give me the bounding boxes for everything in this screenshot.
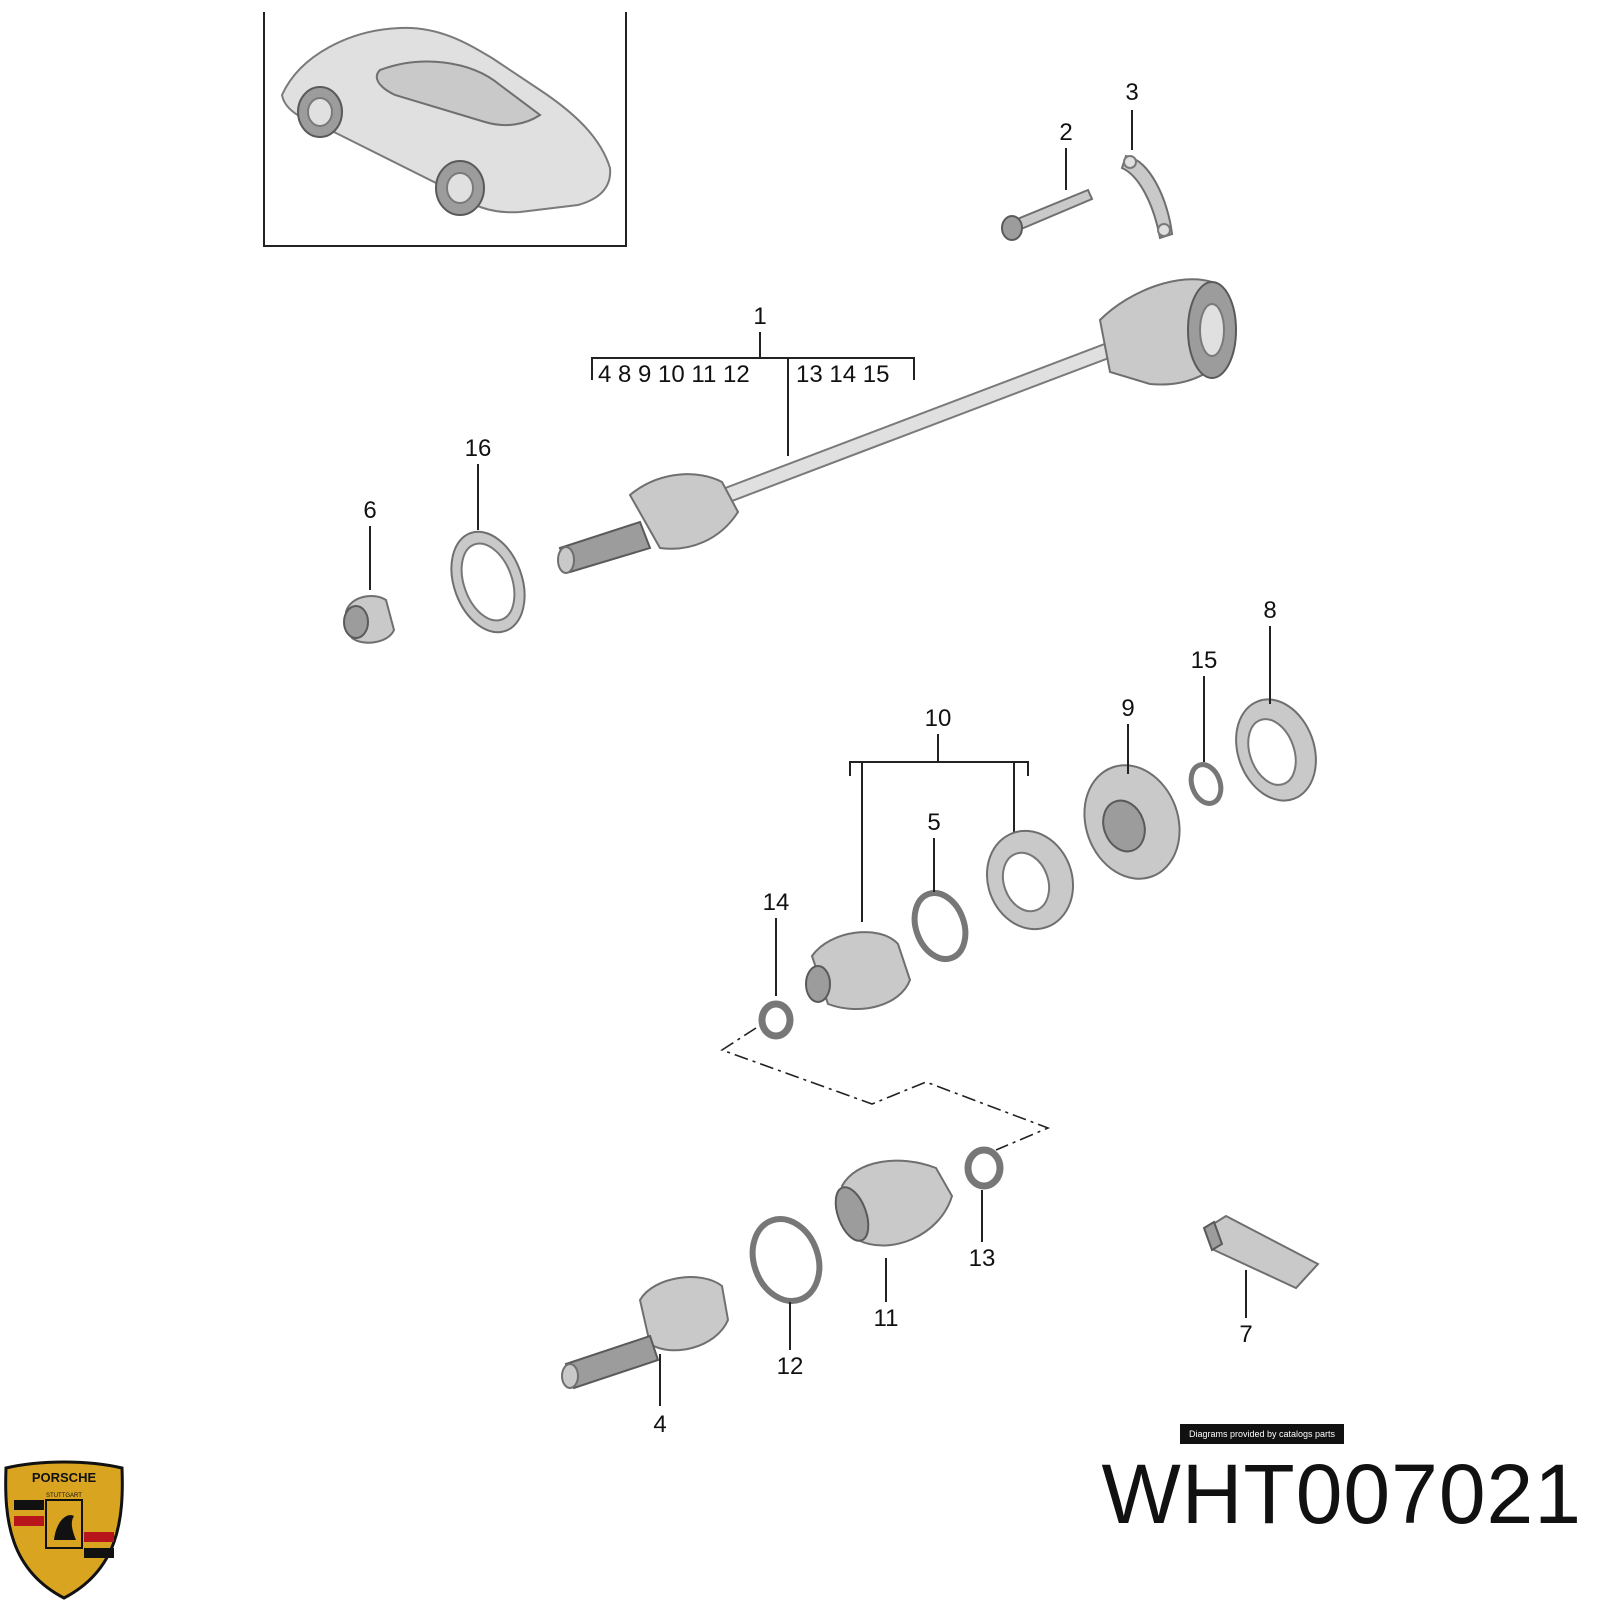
vehicle-thumbnail: [263, 12, 627, 247]
crest-city: STUTTGART: [46, 1493, 82, 1499]
part-5-clamp: 5: [911, 809, 969, 962]
callout-2: 2: [1059, 119, 1072, 146]
part-7-grease-tube: 7: [1202, 1214, 1320, 1348]
callout-4: 4: [653, 1411, 666, 1438]
callout-8: 8: [1263, 597, 1276, 624]
part-10-boot-kit: 10: [805, 705, 1075, 1011]
part-12-large-clamp: 12: [749, 1216, 823, 1380]
part-11-outer-boot: 11: [834, 1159, 954, 1332]
crest-wordmark: PORSCHE: [32, 1470, 97, 1485]
callout-10: 10: [925, 705, 952, 732]
callout-7: 7: [1239, 1321, 1252, 1348]
part-6-collar-nut: 6: [343, 497, 396, 644]
part-number-title: WHT007021: [1101, 1447, 1582, 1541]
callout-3: 3: [1125, 79, 1138, 106]
part-15-circlip: 15: [1188, 647, 1224, 806]
callout-13: 13: [969, 1245, 996, 1272]
part-3-locking-plate: 3: [1120, 79, 1174, 240]
porsche-crest-icon: PORSCHE STUTTGART: [4, 1460, 124, 1600]
part-8-cover: 8: [1235, 597, 1317, 802]
part-9-joint: 9: [1083, 695, 1181, 880]
callout-5: 5: [927, 809, 940, 836]
part-1-drive-shaft: 1 4 8 9 10 11 12 13 14 15: [557, 278, 1238, 574]
callout-1: 1: [753, 303, 766, 330]
callout-16: 16: [465, 435, 492, 462]
callout-9: 9: [1121, 695, 1134, 722]
part-16-lock-washer: 16: [450, 435, 526, 634]
diagram-credit-label: Diagrams provided by catalogs parts: [1180, 1424, 1344, 1444]
part-4-outer-joint: 4: [561, 1276, 730, 1438]
assembly-path-line: [720, 1027, 1051, 1151]
part-2-bolt: 2: [1001, 119, 1094, 241]
callout-11: 11: [874, 1305, 899, 1332]
callout-6: 6: [363, 497, 376, 524]
part-14-small-clamp: 14: [758, 889, 794, 1040]
part-13-clamp: 13: [964, 1146, 1004, 1272]
callout-12: 12: [777, 1353, 804, 1380]
assembly-kit-list-b: 13 14 15: [796, 361, 889, 388]
assembly-kit-list-a: 4 8 9 10 11 12: [598, 361, 750, 388]
callout-14: 14: [763, 889, 790, 916]
callout-15: 15: [1191, 647, 1218, 674]
